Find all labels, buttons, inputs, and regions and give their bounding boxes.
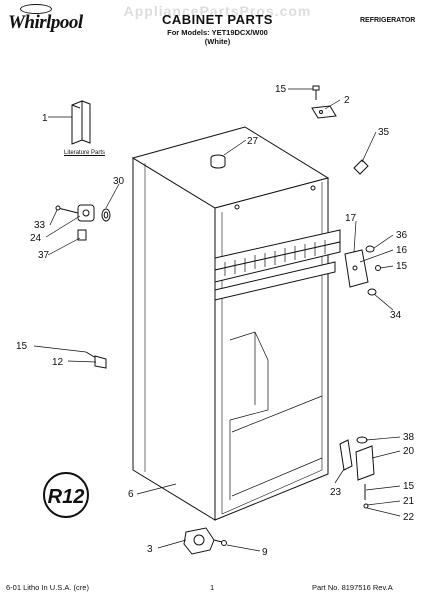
callout-30: 30 xyxy=(113,176,125,187)
callout-33: 33 xyxy=(34,220,46,231)
models-line: For Models: YET19DCX/W00 xyxy=(167,28,268,37)
callout-21: 21 xyxy=(403,496,415,507)
callout-6: 6 xyxy=(128,489,134,500)
cap-icon xyxy=(353,159,369,175)
callout-27: 27 xyxy=(247,136,259,147)
callout-23: 23 xyxy=(330,487,342,498)
cabinet-shell xyxy=(131,126,330,521)
right-hinge-assembly-icon xyxy=(344,245,381,296)
footer-part-number: Part No. 8197516 Rev.A xyxy=(312,583,393,592)
callout-1: 1 xyxy=(42,113,48,124)
callout-numbers: 1 2 15 27 35 30 33 24 37 17 36 16 15 34 … xyxy=(16,84,415,558)
callout-38: 38 xyxy=(403,432,415,443)
callout-15-bottom: 15 xyxy=(403,481,415,492)
color-line: (White) xyxy=(204,37,231,46)
callout-16: 16 xyxy=(396,245,408,256)
diagram-title: CABINET PARTS xyxy=(162,12,273,27)
callout-15-right: 15 xyxy=(396,261,408,272)
refrigerant-badge-text: R12 xyxy=(48,486,85,508)
brand-logo: Whirlpool xyxy=(8,12,83,33)
callout-3: 3 xyxy=(147,544,153,555)
plug-icon xyxy=(210,154,226,169)
leader-lines xyxy=(33,88,401,552)
callout-15-top: 15 xyxy=(275,84,287,95)
callout-12: 12 xyxy=(52,357,64,368)
literature-book-icon xyxy=(71,100,91,145)
callout-15-left: 15 xyxy=(16,341,28,352)
leveling-leg-icon xyxy=(183,527,227,555)
callout-36: 36 xyxy=(396,230,408,241)
bottom-hinge-assembly-icon xyxy=(339,436,375,509)
callout-35: 35 xyxy=(378,127,390,138)
inner-liner xyxy=(229,331,323,500)
left-hinge-assembly-icon xyxy=(55,204,111,241)
refrigerant-badge-icon: R12 xyxy=(43,472,89,518)
screw-icon xyxy=(312,85,320,100)
footer-litho: 6-01 Litho In U.S.A. (cre) xyxy=(6,583,89,592)
footer-page-number: 1 xyxy=(210,583,215,592)
watermark: AppliancePartsPros.com xyxy=(123,3,312,19)
literature-parts-label: Literature Parts xyxy=(64,150,106,156)
callout-24: 24 xyxy=(30,233,42,244)
divider-rail xyxy=(214,229,341,301)
callout-34: 34 xyxy=(390,310,402,321)
callout-20: 20 xyxy=(403,446,415,457)
callout-22: 22 xyxy=(403,512,415,523)
door-stop-icon xyxy=(85,351,107,369)
category-label: REFRIGERATOR xyxy=(360,17,416,24)
callout-2: 2 xyxy=(344,95,350,106)
callout-37: 37 xyxy=(38,250,50,261)
callout-9: 9 xyxy=(262,547,268,558)
callout-17: 17 xyxy=(345,213,357,224)
brand-logo-ring xyxy=(20,4,52,14)
top-hinge-bracket-icon xyxy=(311,105,337,119)
